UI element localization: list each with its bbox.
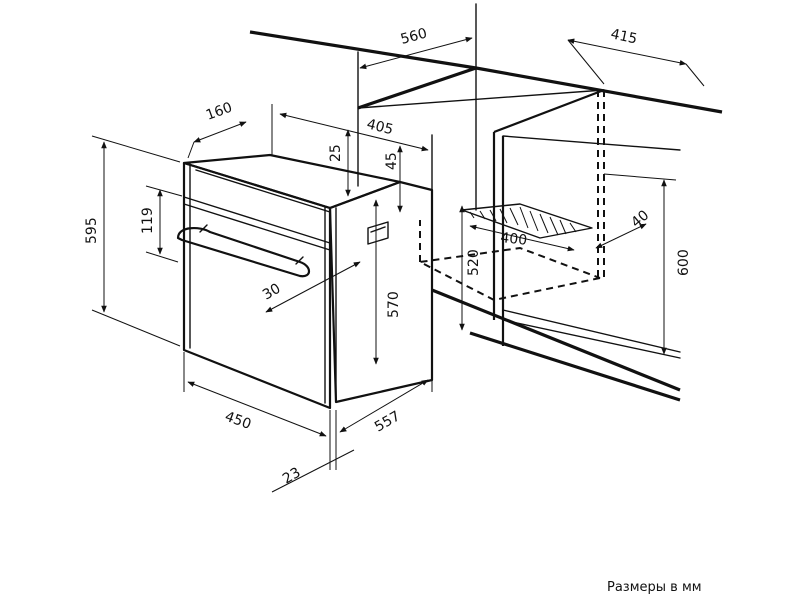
- dim-niche-depth-520: 520: [466, 249, 482, 276]
- dim-niche-depth-400: 400: [500, 230, 528, 249]
- oven-body: [182, 153, 434, 410]
- dim-panel-height: 119: [140, 207, 156, 234]
- dim-niche-height: 600: [676, 249, 692, 276]
- dim-oven-width: 450: [223, 409, 254, 433]
- dim-cabinet-top-width: 415: [609, 26, 638, 47]
- dim-cabinet-top-depth: 560: [399, 25, 429, 47]
- dim-oven-body-height: 570: [386, 291, 402, 318]
- kitchen-cabinet: [249, 3, 723, 402]
- dim-top-offset-25: 25: [328, 144, 344, 162]
- dim-oven-depth: 557: [372, 408, 403, 435]
- dim-vent-depth: 40: [628, 207, 652, 231]
- oven-door-handle: [176, 224, 311, 278]
- dim-oven-height: 595: [84, 217, 100, 244]
- dim-niche-width-top: 405: [365, 116, 395, 138]
- dim-oven-top-depth: 160: [204, 100, 235, 124]
- dim-handle-offset: 30: [260, 281, 283, 304]
- dim-front-thickness: 23: [280, 465, 303, 488]
- units-note: Размеры в мм: [607, 580, 702, 595]
- dim-top-offset-45: 45: [384, 152, 400, 170]
